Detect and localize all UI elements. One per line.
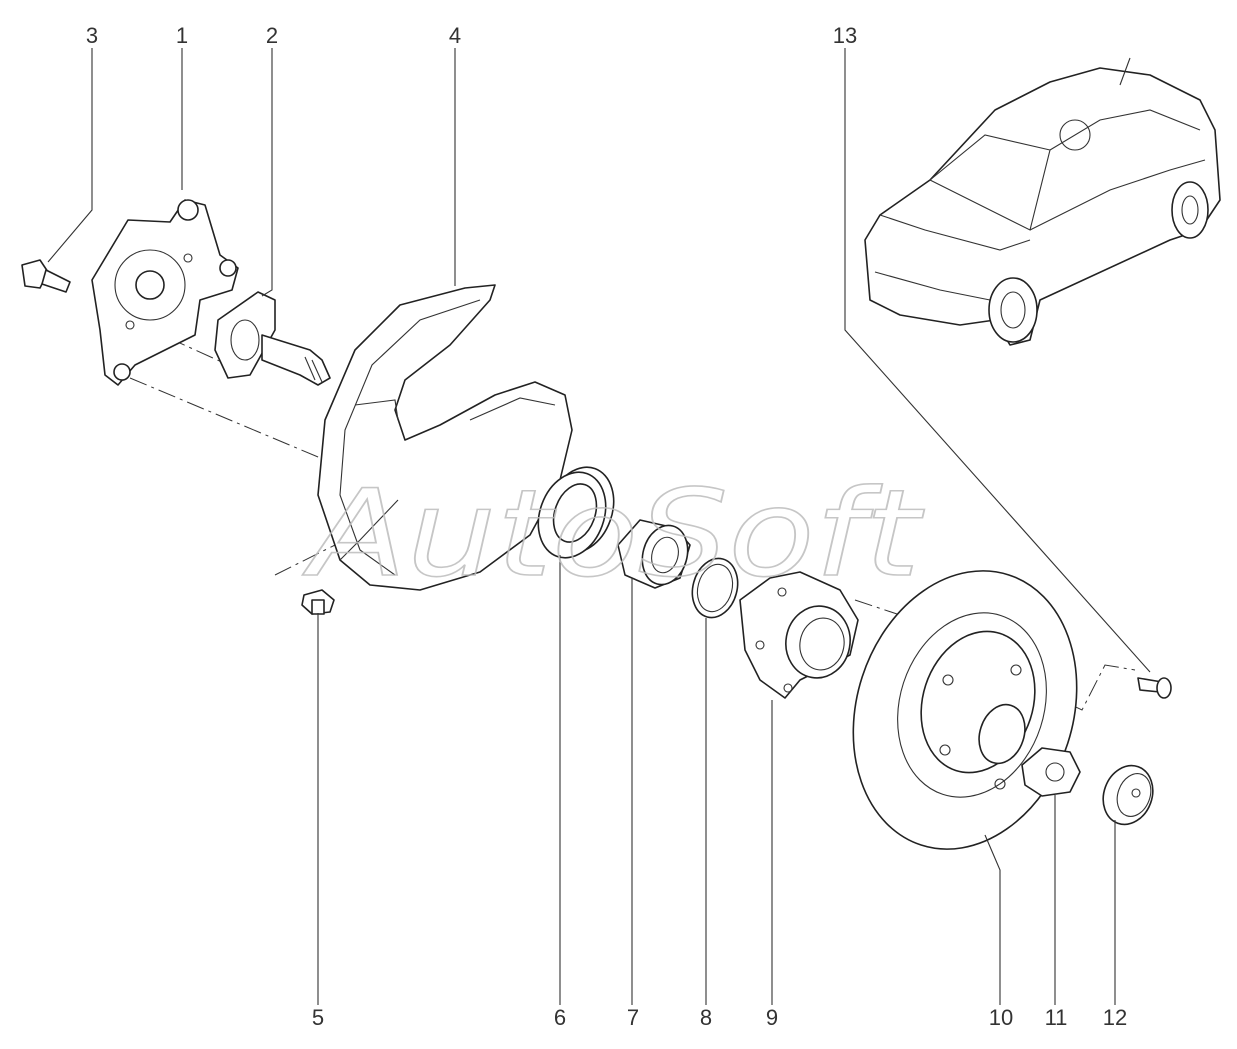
part-9-hub — [739, 571, 859, 699]
callout-13: 13 — [833, 23, 857, 48]
part-6-seal — [537, 466, 615, 559]
callout-5: 5 — [312, 1005, 324, 1030]
part-8-circlip — [691, 557, 739, 619]
watermark: AutoSoft — [302, 465, 925, 604]
callout-4: 4 — [449, 23, 461, 48]
part-3-bolt — [21, 259, 71, 293]
part-12-dust-cap — [1102, 764, 1154, 826]
callout-1: 1 — [176, 23, 188, 48]
callout-7: 7 — [627, 1005, 639, 1030]
callout-9: 9 — [766, 1005, 778, 1030]
leader-lines — [47, 48, 1151, 1005]
callout-8: 8 — [700, 1005, 712, 1030]
part-1-knuckle — [91, 199, 239, 386]
callout-labels: 1 2 3 4 5 6 7 8 9 10 11 12 13 — [86, 23, 1127, 1030]
callout-12: 12 — [1103, 1005, 1127, 1030]
callout-2: 2 — [266, 23, 278, 48]
car-locator-illustration — [864, 57, 1221, 346]
callout-3: 3 — [86, 23, 98, 48]
callout-11: 11 — [1045, 1005, 1068, 1030]
part-2-stub-axle — [214, 291, 331, 386]
callout-6: 6 — [554, 1005, 566, 1030]
part-11-hub-nut — [1021, 747, 1081, 797]
part-5-bolt — [301, 589, 335, 615]
part-7-bearing — [617, 519, 691, 589]
part-10-brake-disc — [852, 570, 1078, 850]
callout-10: 10 — [989, 1005, 1013, 1030]
part-13-bolt — [1137, 677, 1172, 699]
